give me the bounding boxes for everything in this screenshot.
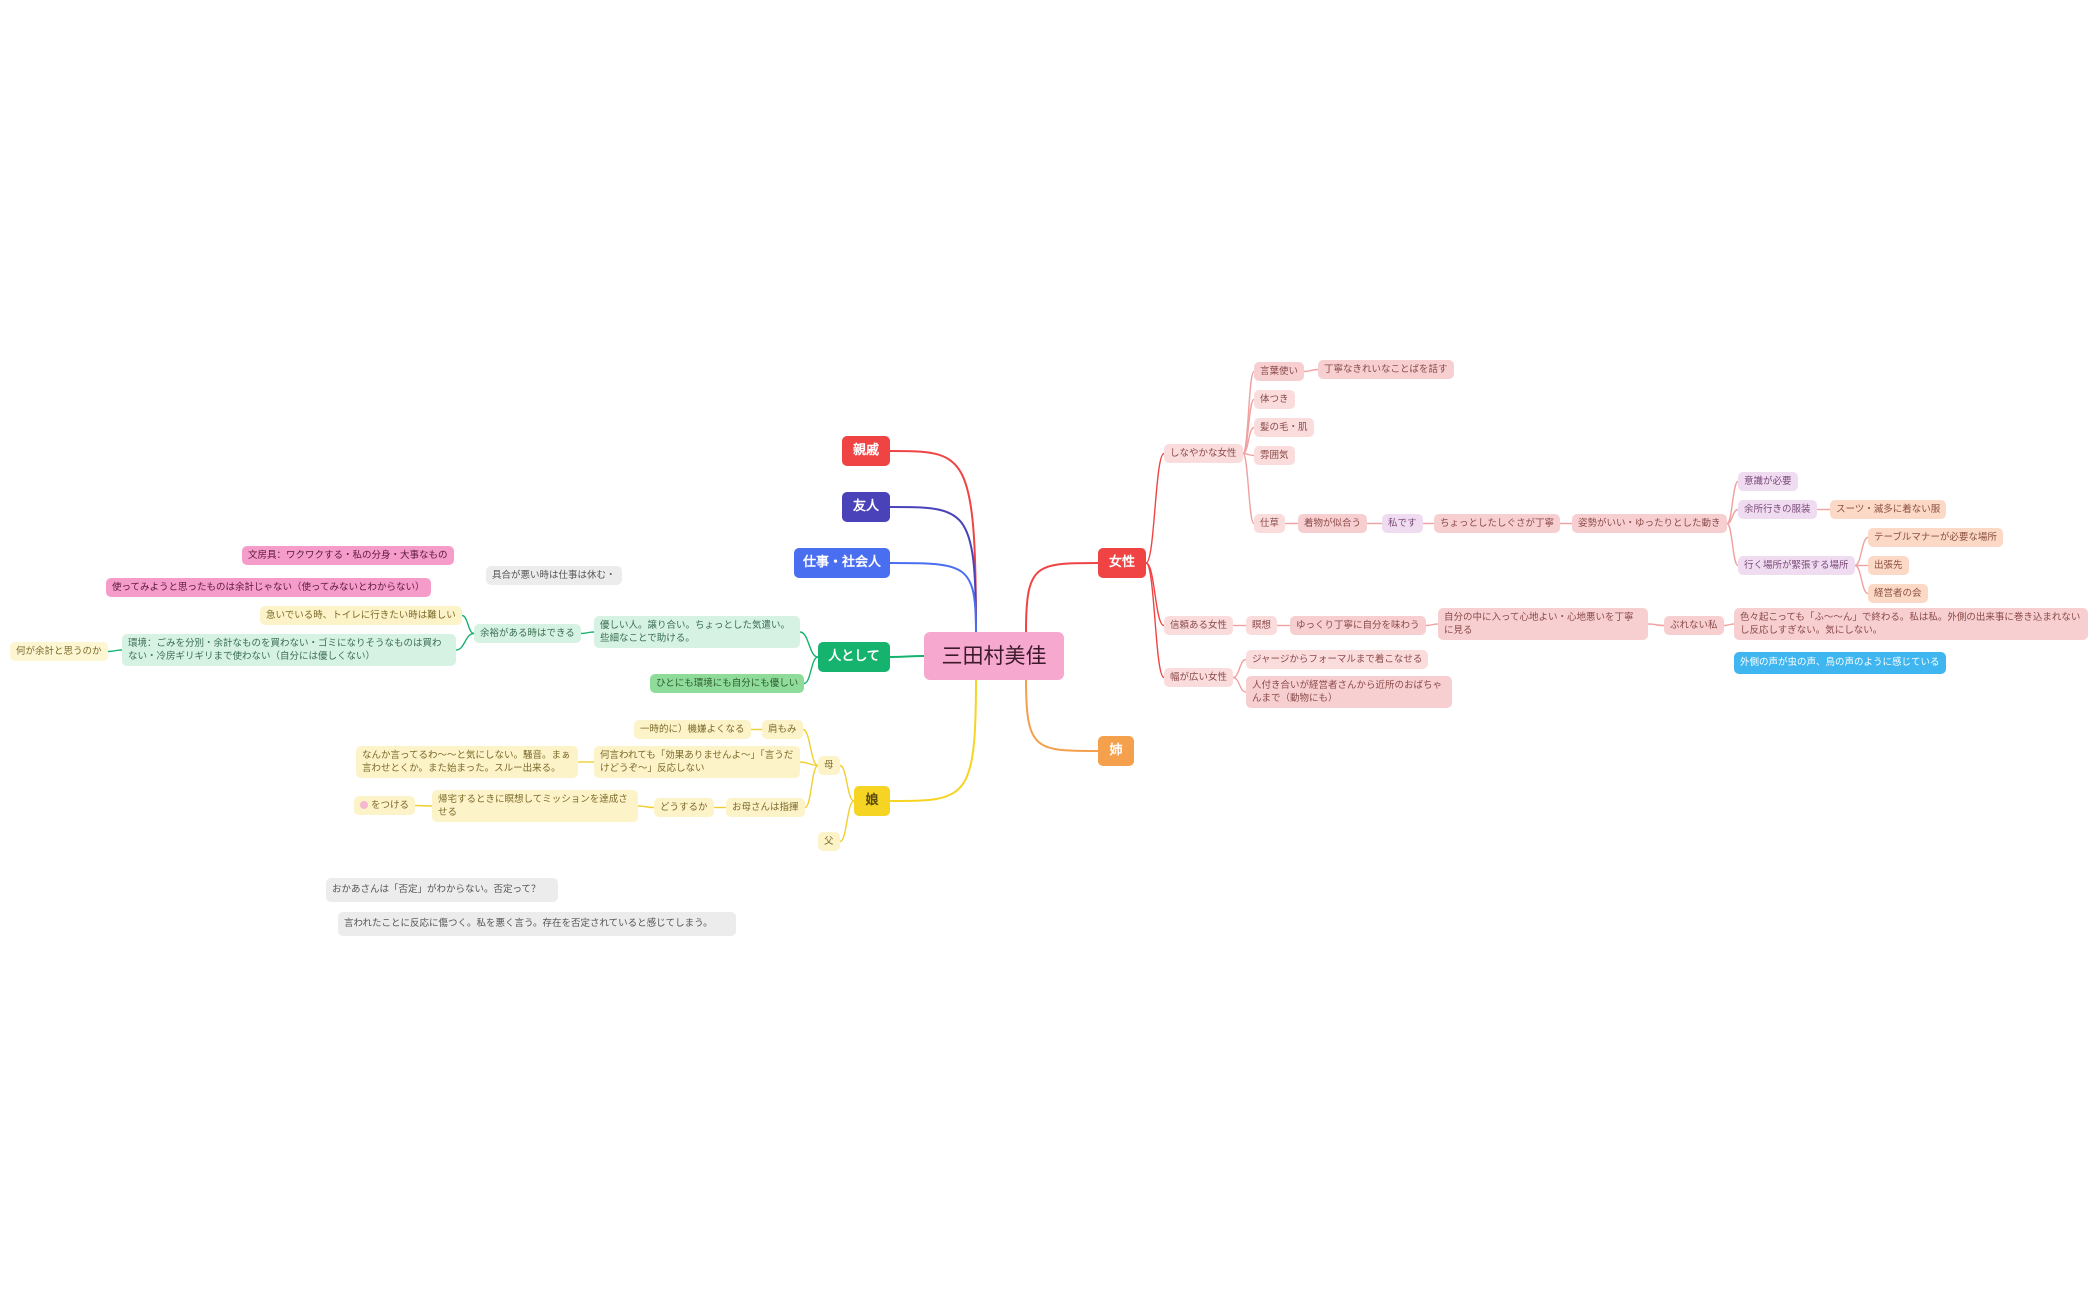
- node-yosoiki[interactable]: 余所行きの服装: [1738, 500, 1817, 519]
- connector-line: [414, 804, 433, 807]
- node-dousuruka[interactable]: どうするか: [654, 798, 714, 817]
- node-kinchou[interactable]: 行く場所が緊張する場所: [1738, 556, 1855, 575]
- connector-line: [455, 632, 475, 651]
- connector-line: [461, 614, 475, 635]
- connector-line: [1242, 426, 1255, 455]
- branch-shigoto[interactable]: 仕事・社会人: [794, 548, 890, 578]
- node-shinayaka[interactable]: しなやかな女性: [1164, 444, 1243, 463]
- node-guai[interactable]: 具合が悪い時は仕事は休む・: [486, 566, 622, 585]
- connector-line: [1232, 658, 1247, 679]
- connector-line: [1726, 480, 1739, 525]
- node-shinrai[interactable]: 信頼ある女性: [1164, 616, 1234, 635]
- branch-ane[interactable]: 姉: [1098, 736, 1134, 766]
- node-jibun[interactable]: 自分の中に入って心地よい・心地悪いを丁寧に見る: [1438, 608, 1648, 640]
- node-keieisha[interactable]: 経営者の会: [1868, 584, 1928, 603]
- node-watashi[interactable]: 私です: [1382, 514, 1423, 533]
- node-nanka[interactable]: なんか言ってるわ〜〜と気にしない。騒音。まぁ言わせとくか。また始まった。スルー出…: [356, 746, 578, 778]
- connector-line: [1145, 562, 1165, 679]
- node-haha[interactable]: 母: [818, 756, 840, 775]
- connector-line: [1854, 564, 1869, 595]
- node-chichi[interactable]: 父: [818, 832, 840, 851]
- connector-line: [889, 562, 977, 633]
- connector-line: [889, 655, 925, 658]
- note-iwareta[interactable]: 言われたことに反応に傷つく。私を悪く言う。存在を否定されていると感じてしまう。: [338, 912, 736, 936]
- connector-line: [1425, 623, 1439, 627]
- node-tsukeru-label: をつける: [371, 800, 410, 811]
- connector-line: [107, 649, 123, 653]
- connector-line: [1854, 536, 1869, 567]
- node-kimono[interactable]: 着物が似合う: [1298, 514, 1368, 533]
- node-yoyuu[interactable]: 余裕がある時はできる: [474, 624, 581, 643]
- node-gaibu[interactable]: 外側の声が虫の声、鳥の声のように感じている: [1734, 652, 1946, 674]
- connector-line: [1242, 452, 1255, 457]
- node-naniiwarete[interactable]: 何言われても「効果ありませんよ〜」「言うだけどうぞ〜」反応しない: [594, 746, 800, 778]
- connector-line: [1303, 368, 1319, 373]
- connector-line: [1025, 562, 1099, 633]
- branch-hito[interactable]: 人として: [818, 642, 890, 672]
- node-suit[interactable]: スーツ・滅多に着ない服: [1830, 500, 1947, 519]
- connector-line: [1647, 623, 1665, 627]
- note-okaasan-hitei[interactable]: おかあさんは「否定」がわからない。否定って？: [326, 878, 558, 902]
- branch-musume[interactable]: 娘: [854, 786, 890, 816]
- node-teinei-kotoba[interactable]: 丁寧なきれいなことばを話す: [1318, 360, 1454, 379]
- node-bunbougu[interactable]: 文房具：ワクワクする・私の分身・大事なもの: [242, 546, 454, 565]
- node-okaasan[interactable]: お母さんは指揮: [726, 798, 805, 817]
- node-ichijiteki[interactable]: 一時的に）機嫌よくなる: [634, 720, 751, 739]
- node-funiki[interactable]: 雰囲気: [1254, 446, 1295, 465]
- node-hitozukiai[interactable]: 人付き合いが経営者さんから近所のおばちゃんまで（動物にも）: [1246, 676, 1452, 708]
- node-table[interactable]: テーブルマナーが必要な場所: [1868, 528, 2003, 547]
- root-node[interactable]: 三田村美佳: [924, 632, 1064, 680]
- connector-line: [803, 656, 819, 685]
- node-tsukeru[interactable]: をつける: [354, 796, 416, 815]
- node-kami[interactable]: 髪の毛・肌: [1254, 418, 1314, 437]
- node-chotto[interactable]: ちょっとしたしぐさが丁寧: [1434, 514, 1561, 533]
- connector-line: [889, 679, 977, 802]
- node-kotoba[interactable]: 言葉使い: [1254, 362, 1305, 381]
- node-shucchou[interactable]: 出張先: [1868, 556, 1909, 575]
- connector-line: [637, 805, 655, 809]
- connector-line: [802, 728, 819, 767]
- connector-line: [1242, 452, 1255, 525]
- node-jersey[interactable]: ジャージからフォーマルまで着こなせる: [1246, 650, 1429, 669]
- node-shigusa[interactable]: 仕草: [1254, 514, 1286, 533]
- branch-yuujin[interactable]: 友人: [842, 492, 890, 522]
- branch-shinseki[interactable]: 親戚: [842, 436, 890, 466]
- connector-line: [1025, 679, 1099, 752]
- node-iroiro[interactable]: 色々起こっても「ふ〜〜ん」で終わる。私は私。外側の出来事に巻き込まれないし反応し…: [1734, 608, 2088, 640]
- node-isogi[interactable]: 急いでいる時、トイレに行きたい時は難しい: [260, 606, 462, 625]
- connector-line: [889, 506, 977, 633]
- connector-line: [799, 761, 819, 767]
- connector-line: [799, 631, 819, 658]
- branch-josei[interactable]: 女性: [1098, 548, 1146, 578]
- connector-line: [580, 631, 595, 635]
- node-kitaku[interactable]: 帰宅するときに瞑想してミッションを達成させる: [432, 790, 638, 822]
- connector-line: [1723, 623, 1735, 627]
- connector-line: [1726, 508, 1739, 525]
- node-shisei[interactable]: 姿勢がいい・ゆったりとした動き: [1572, 514, 1727, 533]
- node-katamomi[interactable]: 肩もみ: [762, 720, 803, 739]
- connector-line: [839, 800, 855, 843]
- node-yukkuri[interactable]: ゆっくり丁寧に自分を味わう: [1290, 616, 1426, 635]
- node-kankyou[interactable]: 環境：ごみを分別・余計なものを買わない・ゴミになりそうなものは買わない・冷房ギリ…: [122, 634, 456, 666]
- connector-line: [804, 764, 819, 809]
- node-hitonimo[interactable]: ひとにも環境にも自分にも優しい: [650, 674, 805, 693]
- node-burenai[interactable]: ぶれない私: [1664, 616, 1724, 635]
- node-ishiki[interactable]: 意識が必要: [1738, 472, 1798, 491]
- node-karadatsuki[interactable]: 体つき: [1254, 390, 1295, 409]
- connector-line: [889, 450, 977, 633]
- connector-line: [1232, 676, 1247, 693]
- flower-icon: [360, 801, 368, 809]
- connector-line: [1726, 522, 1739, 567]
- node-habahiroi[interactable]: 幅が広い女性: [1164, 668, 1234, 687]
- connector-line: [1145, 452, 1165, 564]
- node-tsukatte[interactable]: 使ってみようと思ったものは余計じゃない（使ってみないとわからない）: [106, 578, 431, 597]
- node-yasashii[interactable]: 優しい人。譲り合い。ちょっとした気遣い。些細なことで助ける。: [594, 616, 800, 648]
- node-meisou[interactable]: 瞑想: [1246, 616, 1278, 635]
- node-yokei[interactable]: 何が余計と思うのか: [10, 642, 108, 661]
- connector-line: [839, 764, 855, 802]
